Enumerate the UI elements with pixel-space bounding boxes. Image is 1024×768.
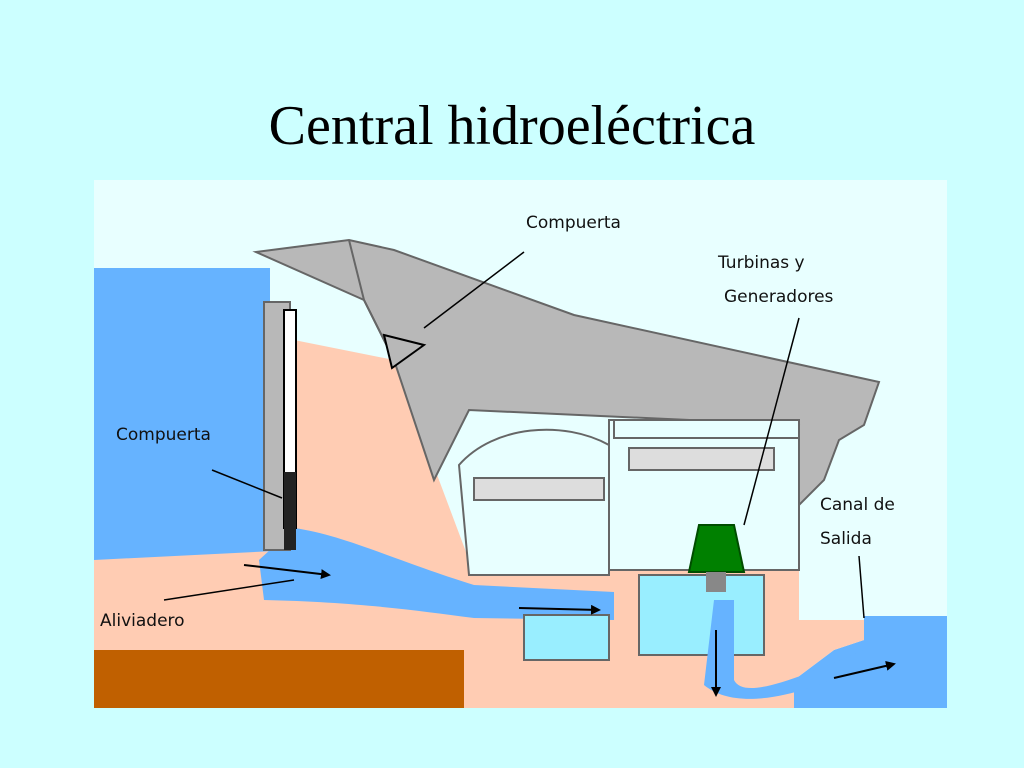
leader-compuerta-top <box>423 251 525 329</box>
label-canal-2: Salida <box>820 529 872 549</box>
hydroelectric-diagram: Compuerta Turbinas y Generadores Compuer… <box>94 180 947 708</box>
draft-chamber <box>523 614 610 661</box>
leader-turbinas <box>743 317 800 526</box>
flow-arrow-1 <box>243 564 331 580</box>
hall-roof-windows <box>613 419 800 439</box>
diagram-svg: Compuerta Turbinas y Generadores Compuer… <box>94 180 947 708</box>
label-compuerta-top: Compuerta <box>526 213 621 233</box>
dam-crest <box>252 238 881 513</box>
label-compuerta-left: Compuerta <box>116 425 211 445</box>
crane-truss <box>628 447 775 471</box>
spillway-channel <box>259 528 614 620</box>
page-title: Central hidroeléctrica <box>268 95 756 157</box>
flow-arrow-4 <box>833 660 896 679</box>
flow-arrow-2 <box>518 604 601 615</box>
label-turbinas-2: Generadores <box>724 287 834 307</box>
leader-compuerta-left <box>211 469 283 499</box>
top-gate <box>382 333 427 370</box>
leader-canal <box>858 555 865 619</box>
label-aliviadero: Aliviadero <box>100 611 185 631</box>
turbine-pit <box>638 574 765 656</box>
leader-aliviadero <box>163 579 295 601</box>
ground <box>94 650 464 708</box>
gallery-truss <box>473 477 605 501</box>
spillway-gate <box>284 472 296 550</box>
label-turbinas-1: Turbinas y <box>717 253 805 273</box>
label-canal-1: Canal de <box>820 495 895 515</box>
draft-tube <box>704 600 864 699</box>
gallery-room <box>457 428 610 576</box>
turbine-shaft <box>706 572 726 592</box>
outlet-water <box>794 616 947 708</box>
generator <box>687 524 746 573</box>
